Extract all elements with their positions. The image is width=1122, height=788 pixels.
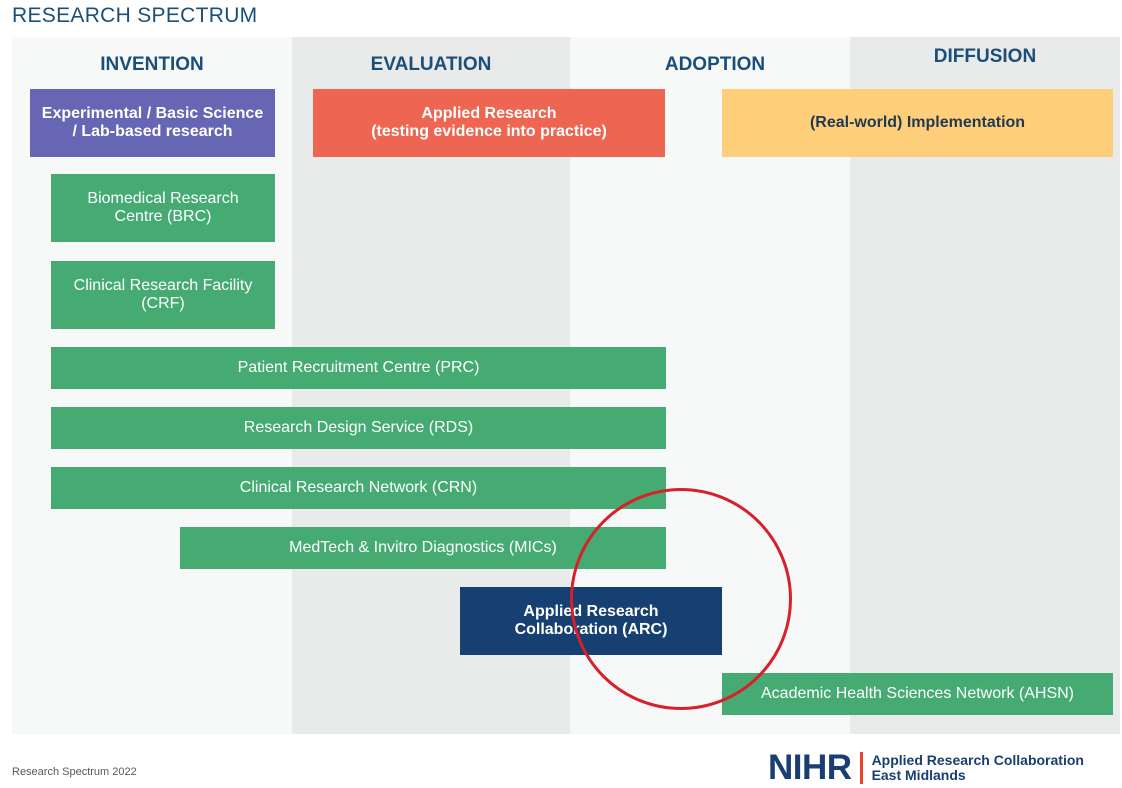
programme-prc: Patient Recruitment Centre (PRC) (51, 347, 666, 389)
page-title: RESEARCH SPECTRUM (12, 4, 258, 27)
programme-crn: Clinical Research Network (CRN) (51, 467, 666, 509)
logo-divider (859, 752, 863, 784)
logo-line-1: Applied Research Collaboration (871, 752, 1084, 769)
stage-evaluation: EVALUATION (370, 54, 492, 75)
category-implementation: (Real-world) Implementation (722, 89, 1113, 157)
logo-text: Applied Research Collaboration East Midl… (872, 753, 1084, 782)
programme-rds: Research Design Service (RDS) (51, 407, 666, 449)
stage-diffusion: DIFFUSION (933, 46, 1037, 67)
category-applied-research: Applied Research (testing evidence into … (313, 89, 665, 157)
programme-brc: Biomedical Research Centre (BRC) (51, 174, 275, 242)
nihr-logo: NIHR Applied Research Collaboration East… (768, 748, 1084, 788)
applied-research-subtitle: (testing evidence into practice) (371, 123, 607, 140)
logo-line-2: East Midlands (871, 767, 966, 783)
programme-mics: MedTech & Invitro Diagnostics (MICs) (180, 527, 666, 569)
category-basic-science: Experimental / Basic Science / Lab-based… (30, 89, 275, 157)
footer-caption: Research Spectrum 2022 (12, 766, 137, 778)
stage-invention: INVENTION (100, 54, 204, 75)
logo-mark: NIHR (768, 748, 852, 787)
programme-crf: Clinical Research Facility (CRF) (51, 261, 275, 329)
applied-research-title: Applied Research (421, 104, 557, 122)
stage-adoption: ADOPTION (664, 54, 766, 75)
programme-arc: Applied Research Collaboration (ARC) (460, 587, 722, 655)
programme-ahsn: Academic Health Sciences Network (AHSN) (722, 673, 1113, 715)
